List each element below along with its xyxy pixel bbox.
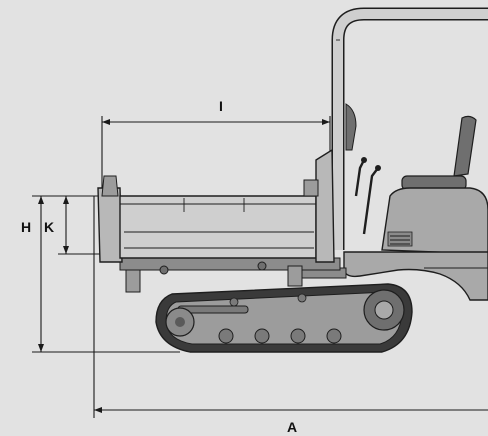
grip-handle [345,103,357,151]
control-levers [354,157,381,235]
crawler-track [155,283,413,353]
operator-seat [401,115,477,191]
label-a: A [287,419,297,435]
label-k: K [44,219,54,235]
rops-frame [331,7,488,250]
skip-support-frame [119,257,341,293]
engine-hood [381,187,488,255]
label-h: H [21,219,31,235]
dimension-lines [32,116,488,418]
dumper-illustration [97,7,488,353]
skip-bucket [97,148,335,263]
label-i: I [219,98,223,114]
